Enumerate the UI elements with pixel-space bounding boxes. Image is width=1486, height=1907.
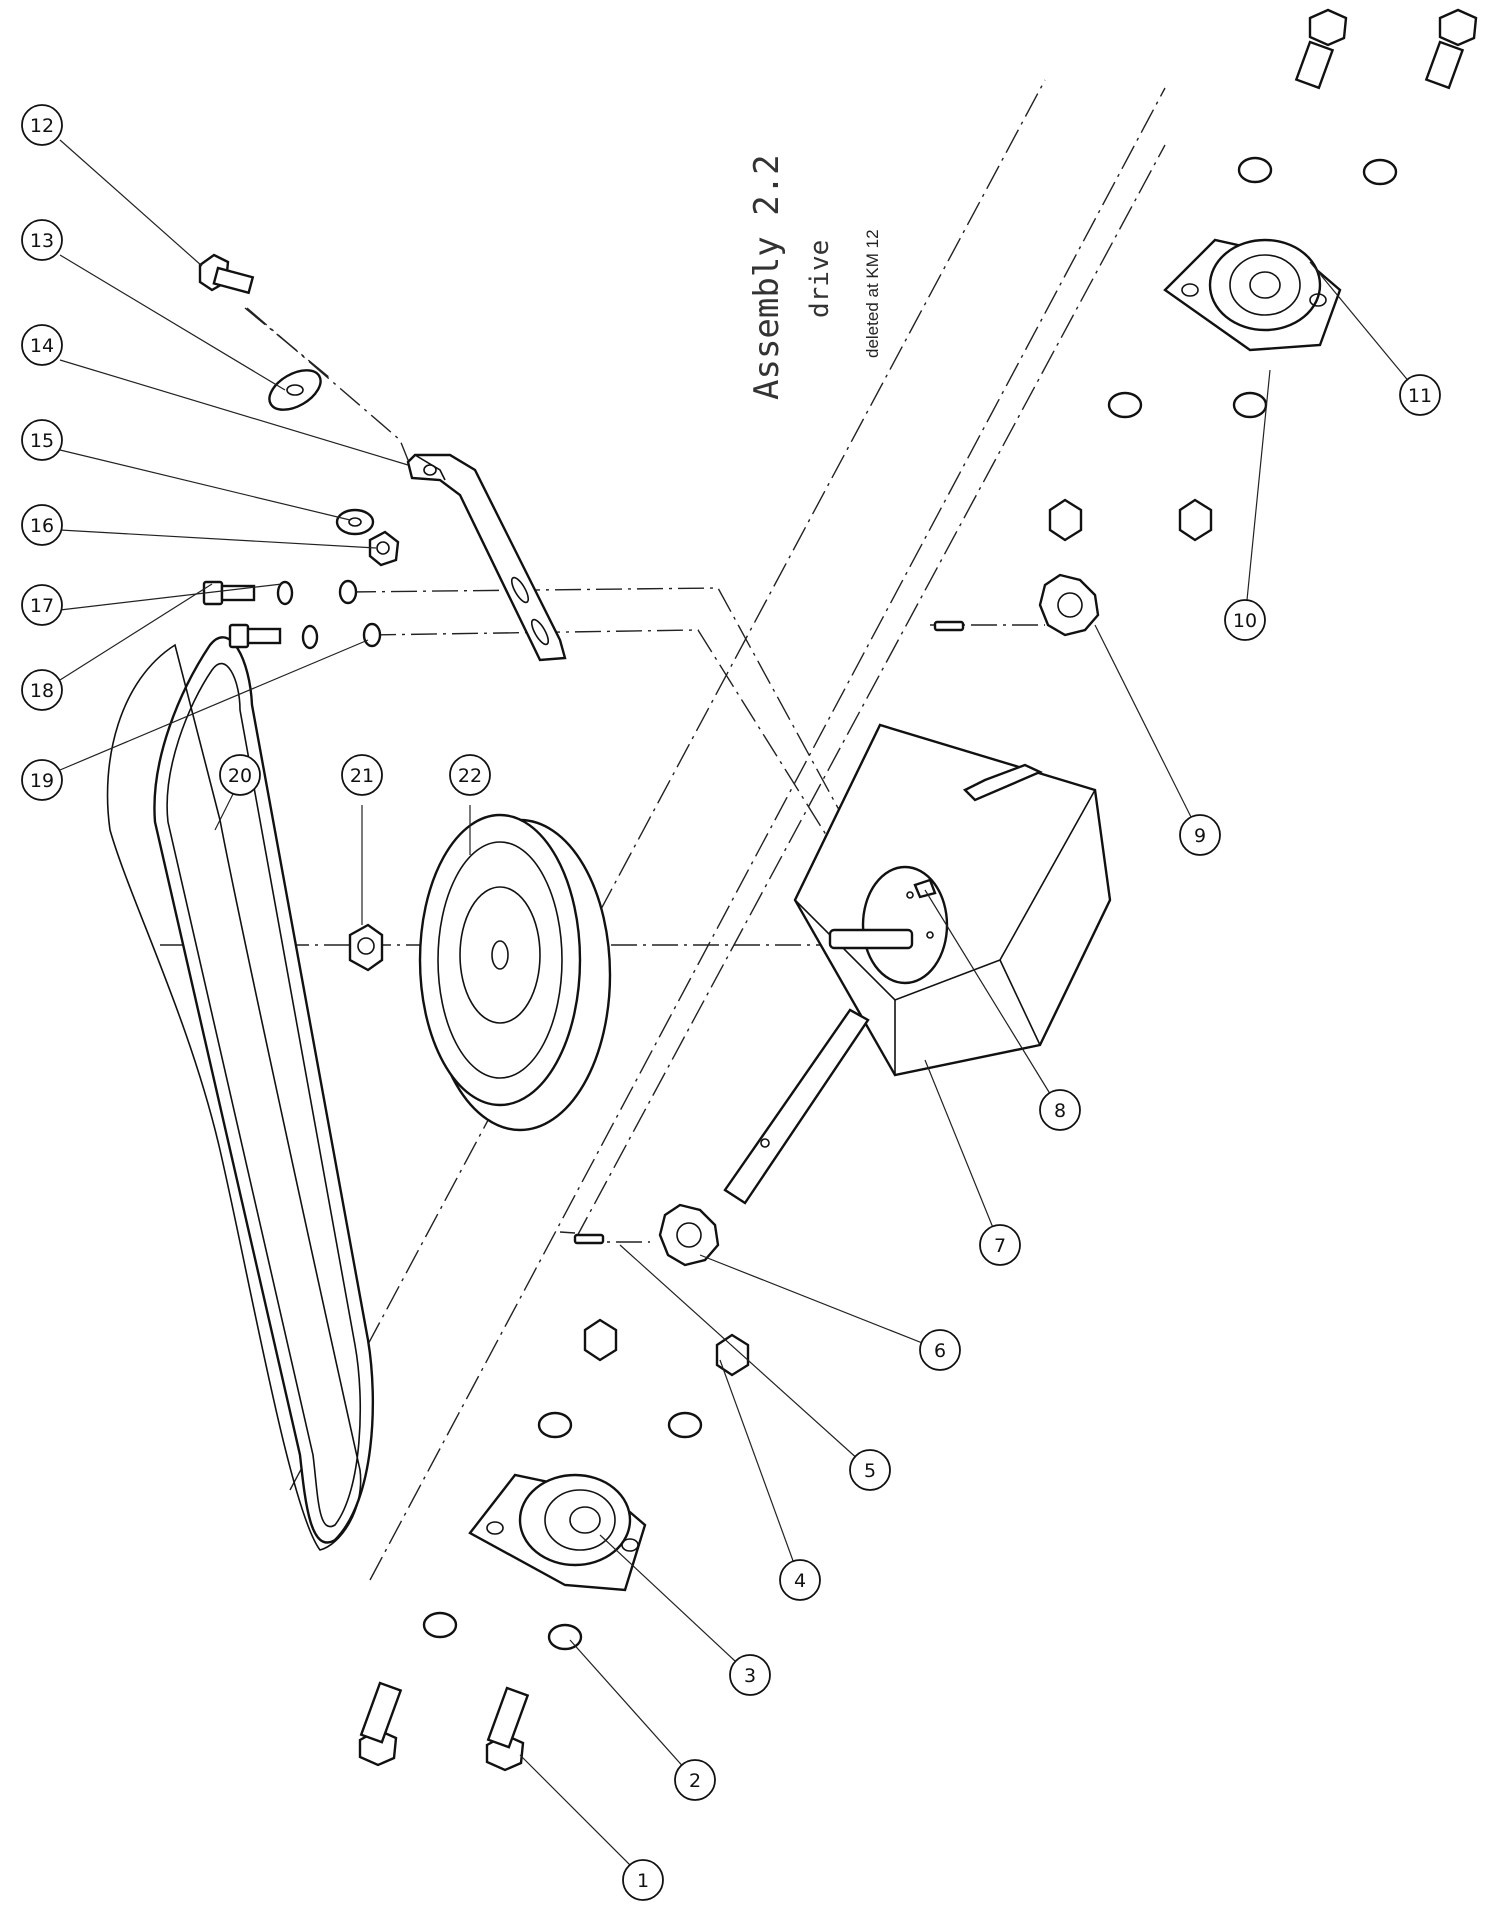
bolt-lower-1 [358, 1681, 403, 1767]
svg-text:1: 1 [637, 1870, 649, 1892]
bolt-upper-2 [1424, 8, 1478, 90]
balloon-11: 11 [1399, 374, 1441, 416]
svg-text:22: 22 [458, 765, 482, 787]
svg-text:3: 3 [744, 1665, 756, 1687]
flange-bearing-upper [1163, 238, 1342, 352]
balloon-14: 14 [21, 324, 63, 366]
balloon-22: 22 [449, 754, 491, 796]
balloon-9: 9 [1179, 814, 1221, 856]
v-belt [106, 636, 374, 1551]
small-bolt-2 [228, 623, 282, 649]
bracket-washer-2 [335, 508, 375, 536]
svg-text:19: 19 [30, 770, 54, 792]
svg-text:10: 10 [1233, 610, 1257, 632]
gearbox [723, 723, 1112, 1205]
svg-text:2: 2 [689, 1770, 701, 1792]
svg-text:5: 5 [864, 1460, 876, 1482]
pulley [418, 813, 612, 1132]
svg-text:6: 6 [934, 1340, 946, 1362]
svg-text:21: 21 [350, 765, 374, 787]
title-block: Assembly 2.2 drive deleted at KM 12 [747, 154, 882, 400]
balloon-19: 19 [21, 759, 63, 801]
sprocket-lower [658, 1203, 720, 1267]
washers [422, 156, 1398, 1651]
svg-text:18: 18 [30, 680, 54, 702]
balloon-18: 18 [21, 669, 63, 711]
balloon-16: 16 [21, 504, 63, 546]
balloon-5: 5 [849, 1449, 891, 1491]
balloon-3: 3 [729, 1654, 771, 1696]
pins [573, 620, 965, 1245]
bracket-washer [268, 369, 322, 411]
bracket [406, 453, 567, 662]
balloon-7: 7 [979, 1224, 1021, 1266]
svg-text:16: 16 [30, 515, 54, 537]
svg-text:20: 20 [228, 765, 252, 787]
balloon-20: 20 [219, 754, 261, 796]
pulley-nut [348, 923, 384, 972]
bolt-upper-1 [1294, 8, 1348, 90]
svg-text:7: 7 [994, 1235, 1006, 1257]
balloon-8: 8 [1039, 1089, 1081, 1131]
drawing-note: deleted at KM 12 [863, 229, 882, 358]
svg-text:13: 13 [30, 230, 54, 252]
bracket-nut [368, 530, 400, 567]
svg-text:17: 17 [30, 595, 54, 617]
balloon-10: 10 [1224, 599, 1266, 641]
bolt-lower-2 [485, 1686, 530, 1772]
balloon-13: 13 [21, 219, 63, 261]
svg-text:14: 14 [30, 335, 54, 357]
leader-lines [59, 139, 1421, 1881]
balloon-15: 15 [21, 419, 63, 461]
sprocket-upper [1038, 573, 1100, 637]
balloon-4: 4 [779, 1559, 821, 1601]
lock-nuts [583, 498, 1213, 1377]
svg-text:12: 12 [30, 115, 54, 137]
svg-text:4: 4 [794, 1570, 806, 1592]
balloon-1: 1 [622, 1859, 664, 1901]
svg-text:8: 8 [1054, 1100, 1066, 1122]
svg-text:9: 9 [1194, 825, 1206, 847]
flange-bearing-lower [468, 1473, 647, 1592]
drawing-title: Assembly 2.2 [747, 154, 787, 400]
svg-text:15: 15 [30, 430, 54, 452]
balloon-6: 6 [919, 1329, 961, 1371]
balloon-17: 17 [21, 584, 63, 626]
drawing-subtitle: drive [805, 240, 835, 318]
spring-washers [276, 579, 382, 650]
balloon-2: 2 [674, 1759, 716, 1801]
svg-text:11: 11 [1408, 385, 1432, 407]
balloon-12: 12 [21, 104, 63, 146]
small-bolt-1 [202, 580, 256, 606]
balloon-21: 21 [341, 754, 383, 796]
bracket-bolt [198, 253, 255, 295]
